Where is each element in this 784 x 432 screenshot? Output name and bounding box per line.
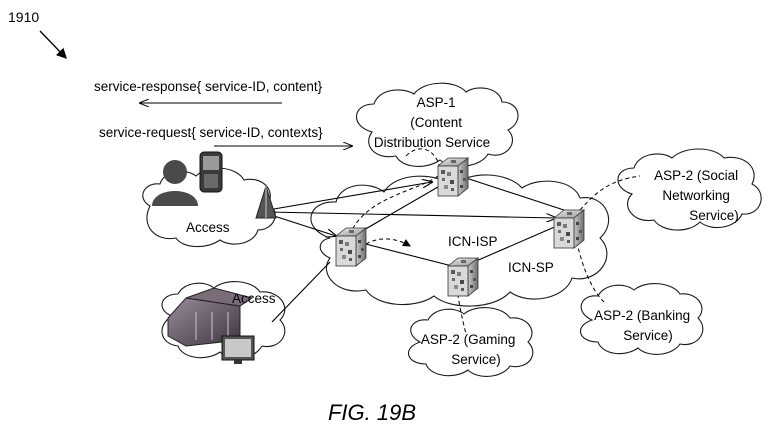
user-icon: [152, 160, 198, 206]
router-icon: [553, 209, 585, 249]
icn-isp-label: ICN-ISP: [448, 234, 498, 249]
figure-ref-number: 1910: [8, 9, 39, 25]
icn-sp-label: ICN-SP: [508, 260, 554, 275]
icn-core-cloud: [310, 174, 610, 307]
service-response-label: service-response{ service-ID, content}: [94, 79, 323, 94]
antenna-icon: [255, 184, 277, 219]
asp1-label: ASP-1 (Content Distribution Service: [374, 95, 490, 150]
building-icon: [167, 287, 254, 347]
asp2-banking-cloud: [580, 283, 704, 355]
network-links: [271, 175, 571, 323]
router-icon: [335, 227, 367, 267]
asp2-social-label: ASP-2 (Social Networking Service): [654, 168, 742, 223]
figure-caption: FIG. 19B: [328, 400, 416, 425]
asp2-gaming-cloud: [408, 307, 534, 377]
asp2-gaming-label: ASP-2 (Gaming Service): [421, 332, 519, 367]
service-request-label: service-request{ service-ID, contexts}: [99, 125, 323, 140]
router-icon: [437, 157, 469, 197]
router-icon: [447, 257, 479, 297]
access-arrows: [267, 182, 556, 236]
access-bottom-label: Access: [232, 291, 276, 306]
monitor-icon: [221, 335, 255, 364]
ref-arrow: [39, 30, 67, 59]
access-top-label: Access: [186, 220, 230, 235]
asp2-social-cloud: [617, 148, 762, 231]
phone-icon: [199, 151, 223, 193]
asp2-banking-label: ASP-2 (Banking Service): [594, 308, 694, 343]
asp1-cloud: [355, 82, 519, 167]
